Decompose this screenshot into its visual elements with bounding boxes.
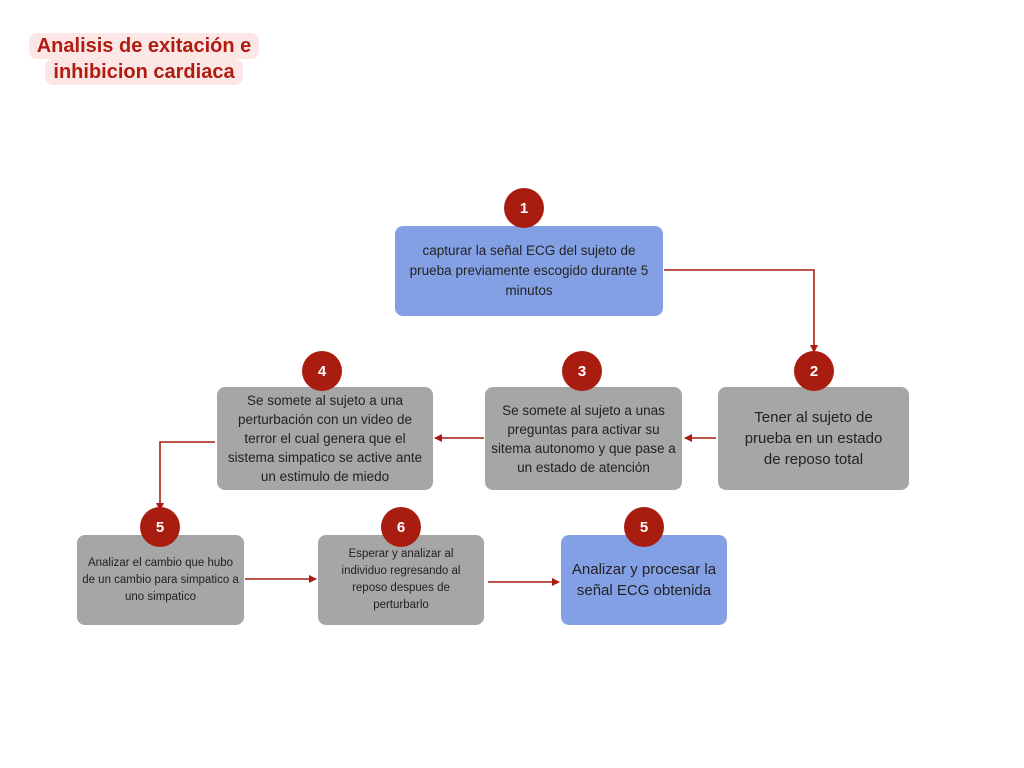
step-6-box: Esperar y analizar al individuo regresan… (318, 535, 484, 625)
diagram-title: Analisis de exitación e inhibicion cardi… (14, 33, 274, 85)
step-6-badge: 6 (381, 507, 421, 547)
step-2-badge: 2 (794, 351, 834, 391)
step-5a-box: Analizar el cambio que hubo de un cambio… (77, 535, 244, 625)
step-4-box: Se somete al sujeto a una perturbación c… (217, 387, 433, 490)
step-4-text: Se somete al sujeto a una perturbación c… (227, 393, 423, 484)
step-1-text: capturar la señal ECG del sujeto de prue… (409, 243, 649, 298)
step-5a-badge: 5 (140, 507, 180, 547)
step-5b-text: Analizar y procesar la señal ECG obtenid… (571, 561, 717, 599)
step-2-text: Tener al sujeto de prueba en un estado d… (744, 409, 883, 468)
title-line-1: Analisis de exitación e (28, 33, 260, 59)
step-5a-text: Analizar el cambio que hubo de un cambio… (82, 556, 239, 603)
step-1-badge: 1 (504, 188, 544, 228)
step-4-badge: 4 (302, 351, 342, 391)
step-5b-badge: 5 (624, 507, 664, 547)
step-6-text: Esperar y analizar al individuo regresan… (341, 548, 461, 611)
title-line-2: inhibicion cardiaca (45, 59, 243, 85)
step-3-text: Se somete al sujeto a unas preguntas par… (491, 402, 676, 475)
step-1-box: capturar la señal ECG del sujeto de prue… (395, 226, 663, 316)
arrow-4-to-5 (156, 441, 215, 511)
step-5b-box: Analizar y procesar la señal ECG obtenid… (561, 535, 727, 625)
arrow-1-to-2 (664, 269, 818, 353)
step-2-box: Tener al sujeto de prueba en un estado d… (718, 387, 909, 490)
step-3-box: Se somete al sujeto a unas preguntas par… (485, 387, 682, 490)
step-3-badge: 3 (562, 351, 602, 391)
